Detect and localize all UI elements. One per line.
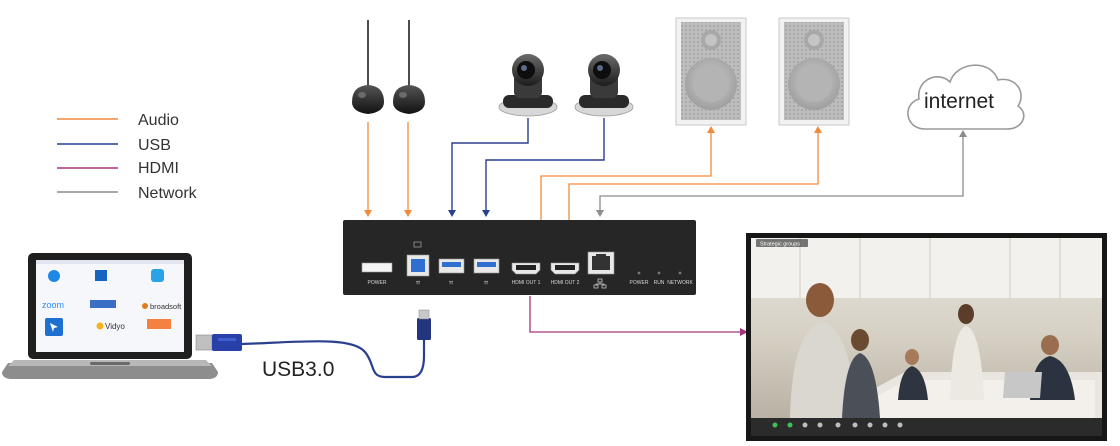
toolbar-icon-7: [867, 422, 873, 428]
display-title: Strategic groups: [760, 242, 800, 248]
usb-a-port-1: ⮅: [438, 258, 465, 286]
toolbar-icon-3: [802, 422, 808, 428]
usb-a-port-2: ⮅: [473, 258, 500, 286]
network-arrow-1: [959, 130, 967, 137]
app-icon-2: [95, 270, 107, 281]
usb-arrow-2: [482, 210, 490, 217]
laptop-base: [2, 363, 218, 379]
conference-hub: POWER ⮅ ⮅ ⮅ HDMI OUT 1 HDMI: [343, 220, 696, 295]
audio-arrow-1: [364, 210, 372, 217]
led-network-label: NETWORK: [667, 280, 693, 286]
audio-arrow-2: [404, 210, 412, 217]
power-port-label: POWER: [368, 280, 387, 286]
usb-lines: [241, 118, 605, 379]
app-vidyo-label: Vidyo: [105, 322, 125, 331]
display-toolbar: [751, 418, 1102, 436]
hdmi-line-display: [529, 296, 742, 333]
audio-arrow-3: [707, 126, 715, 133]
usb-b-port-label: ⮅: [416, 280, 420, 286]
vidyo-icon: [96, 322, 104, 330]
ptz-camera-2: [574, 54, 634, 117]
usb-a-port-1-label: ⮅: [449, 280, 453, 286]
led-run-label: RUN: [654, 280, 665, 286]
led-power: [637, 271, 641, 275]
toolbar-icon-6: [852, 422, 858, 428]
network-lines: [599, 134, 964, 212]
cloud-shape: [907, 64, 1025, 130]
internet-cloud: internet: [907, 64, 1025, 130]
network-icon: [593, 278, 607, 289]
app-zoom-label: zoom: [42, 300, 64, 310]
toolbar-icon-1: [772, 422, 778, 428]
legend-label-hdmi: HDMI: [138, 160, 179, 177]
toolbar-icon-8: [882, 422, 888, 428]
arrowheads-usb: [448, 210, 490, 217]
audio-line-speaker-1: [540, 130, 712, 220]
hub-body: [343, 220, 696, 295]
legend: Audio USB HDMI Network: [57, 112, 198, 202]
usb-a-plug: [195, 334, 242, 351]
hdmi-port-1-label: HDMI OUT 1: [512, 280, 541, 286]
audio-arrow-4: [814, 126, 822, 133]
speaker-2: [778, 17, 850, 126]
display-title-chip: [756, 239, 808, 247]
usb-a-port-2-label: ⮅: [484, 280, 488, 286]
hdmi-arrow: [740, 328, 748, 336]
led-power-label: POWER: [630, 280, 649, 286]
ptz-camera-1: [498, 54, 558, 117]
toolbar-icon-4: [817, 422, 823, 428]
app-broadsoft-label: broadsoft: [150, 302, 182, 311]
speaker-1: [675, 17, 747, 126]
status-leds: POWER RUN NETWORK: [630, 271, 693, 286]
legend-label-network: Network: [138, 185, 198, 202]
network-arrow-2: [596, 210, 604, 217]
laptop: zoom broadsoft Vidyo: [2, 253, 218, 379]
network-line-internet: [599, 134, 964, 212]
audio-lines: [367, 122, 819, 220]
arrowheads-hdmi: [740, 328, 748, 336]
cloud-label: internet: [924, 90, 994, 113]
ceiling-microphone-1: [352, 20, 384, 114]
arrowheads-network: [596, 130, 967, 217]
display-monitor: Strategic groups: [746, 233, 1107, 441]
toolbar-icon-5: [835, 422, 841, 428]
toolbar-icon-2: [787, 422, 793, 428]
usb-arrow-1: [448, 210, 456, 217]
legend-label-audio: Audio: [138, 112, 179, 129]
led-run: [657, 271, 661, 275]
meeting-people: [790, 283, 1075, 418]
app-icon-1: [48, 270, 60, 282]
led-network: [678, 271, 682, 275]
power-port: POWER: [361, 262, 393, 286]
usb-cable-label: USB3.0: [262, 358, 334, 381]
hdmi-lines: [529, 296, 742, 333]
usb-b-port: ⮅: [406, 241, 430, 286]
ceiling-microphone-2: [393, 20, 425, 114]
legend-label-usb: USB: [138, 137, 171, 154]
usb-line-laptop: [241, 340, 426, 379]
hdmi-port-2-label: HDMI OUT 2: [551, 280, 580, 286]
usb-b-cable-connector: [417, 309, 431, 340]
app-icon-9: [147, 319, 171, 329]
usb-line-camera-2: [485, 118, 605, 212]
toolbar-icon-9: [897, 422, 903, 428]
usb-line-camera-1: [451, 118, 529, 212]
app-icon-3: [151, 269, 164, 282]
arrowheads-audio: [364, 126, 822, 217]
hdmi-port-2: HDMI OUT 2: [551, 262, 580, 286]
app-icon-5: [90, 300, 116, 308]
audio-line-speaker-2: [568, 130, 819, 220]
hdmi-port-1: HDMI OUT 1: [512, 262, 541, 286]
broadsoft-icon: [142, 303, 148, 309]
toolbar-icons: [772, 422, 903, 428]
ethernet-port: [587, 251, 615, 289]
